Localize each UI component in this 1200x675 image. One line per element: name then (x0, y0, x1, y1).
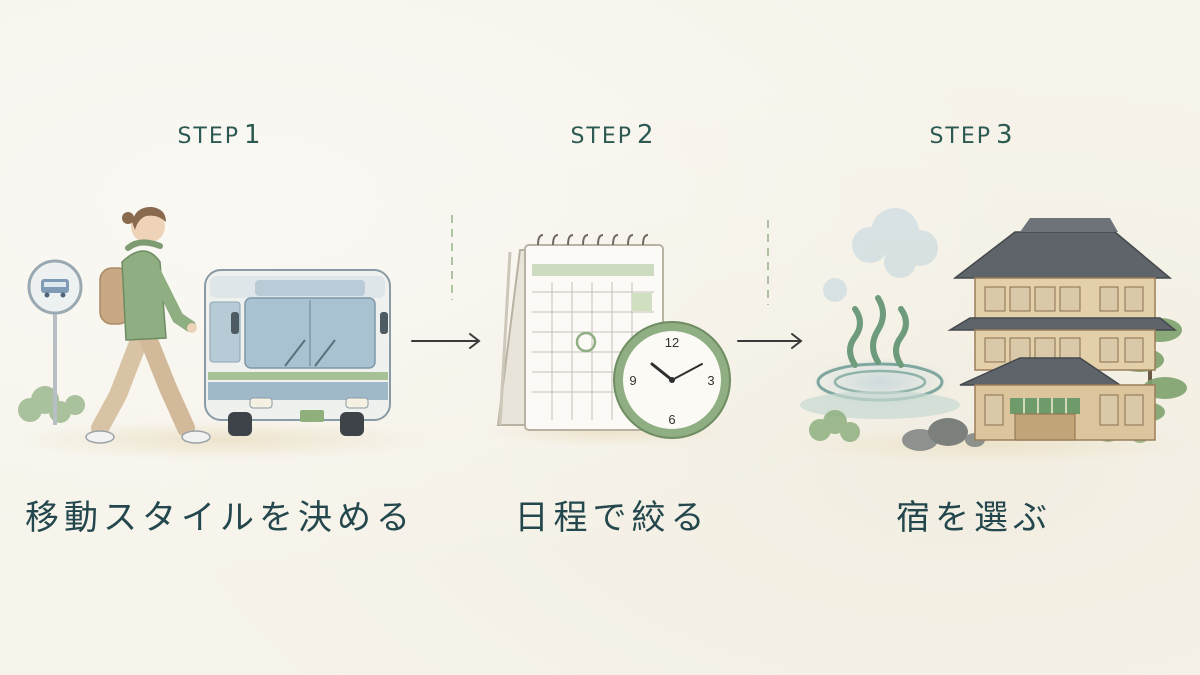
cloud-icon (823, 208, 938, 302)
step-1-illustration (10, 206, 481, 460)
step-2-number: 2 (637, 120, 656, 150)
hot-spring-icon (800, 295, 960, 419)
step-3-number: 3 (996, 120, 1015, 150)
step-1-caption: 移動スタイルを決める (25, 498, 415, 538)
walking-person-icon (85, 206, 211, 444)
step-3-label-text: STEP (929, 124, 993, 149)
step-2-label-text: STEP (570, 124, 634, 149)
bush-icon (18, 386, 85, 423)
clock-icon: 12 3 6 9 (613, 321, 731, 439)
step-3-caption: 宿を選ぶ (896, 498, 1052, 538)
arrow-icon (737, 333, 803, 349)
clock-numeral-9: 9 (629, 373, 636, 388)
inn-building-icon (947, 218, 1178, 441)
clock-numeral-3: 3 (707, 373, 714, 388)
bus-icon (204, 269, 391, 436)
clock-numeral-6: 6 (668, 412, 675, 427)
step-3-illustration (790, 208, 1190, 463)
step-2-caption: 日程で絞る (514, 498, 710, 538)
ground-shadow (10, 420, 430, 460)
step-1-label-text: STEP (177, 124, 241, 149)
clock-numeral-12: 12 (665, 335, 679, 350)
bus-stop-icon (27, 259, 83, 425)
step-2-illustration: 12 3 6 9 (490, 220, 803, 446)
arrow-icon (411, 333, 481, 349)
step-1-number: 1 (244, 120, 263, 150)
